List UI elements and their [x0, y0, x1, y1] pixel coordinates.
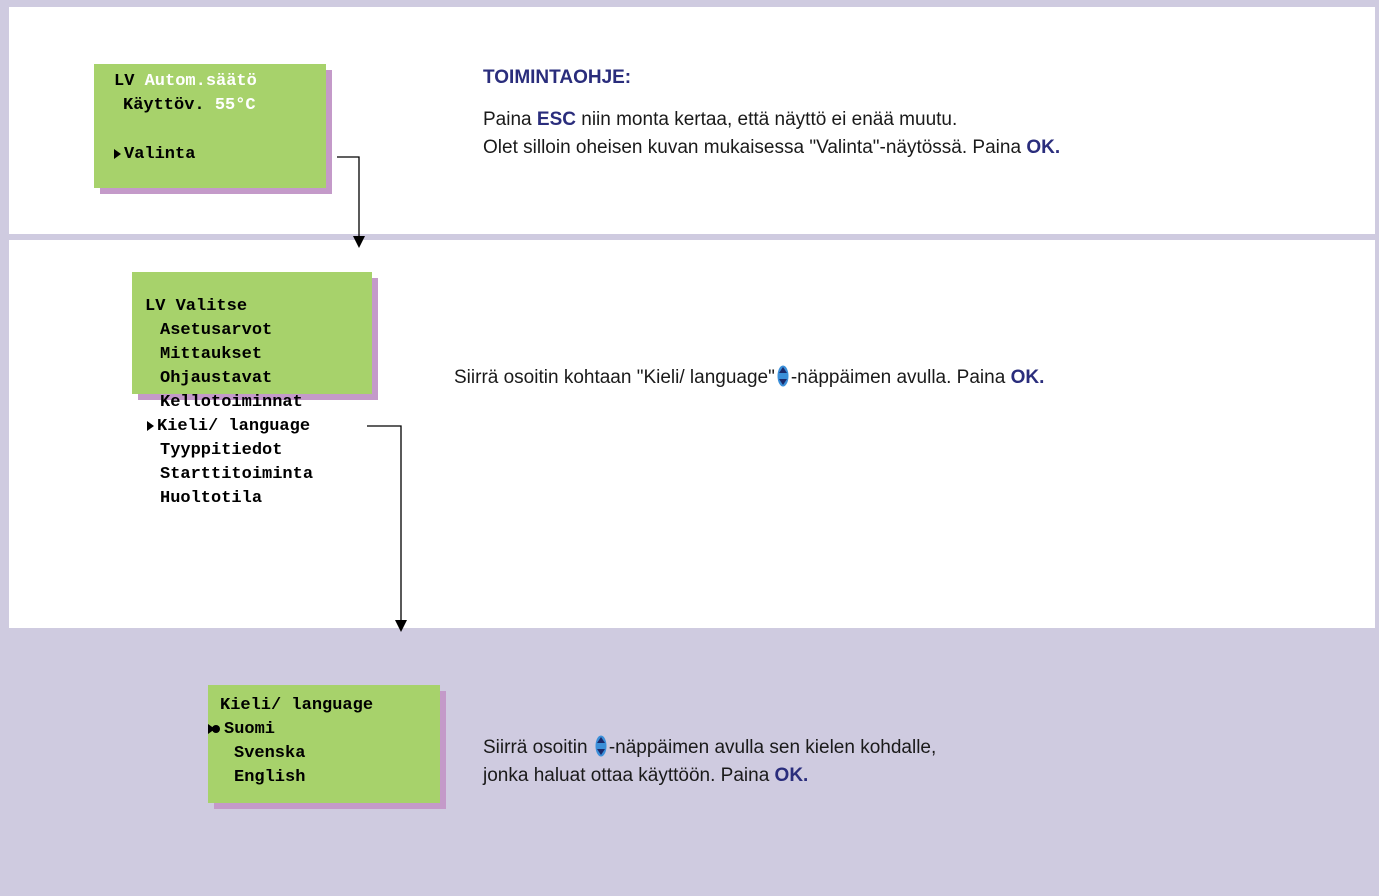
lcd-line-title: LV Autom.säätö [114, 72, 257, 91]
up-down-arrow-key-icon [777, 365, 789, 387]
selection-dot-icon [212, 724, 220, 733]
up-down-arrow-key-icon [595, 735, 607, 757]
section-divider [0, 234, 1379, 240]
menu-item-huoltotila: Huoltotila [160, 489, 263, 508]
lcd-line-temperature: Käyttöv. 55°C [123, 96, 256, 115]
menu-item-asetusarvot: Asetusarvot [160, 321, 273, 340]
menu-item-mittaukset: Mittaukset [160, 345, 263, 364]
menu-item-ohjaustavat: Ohjaustavat [160, 369, 273, 388]
language-option-svenska: Svenska [234, 744, 306, 763]
step3-instruction-line2: jonka haluat ottaa käyttöön. Paina OK. [483, 765, 809, 786]
lcd-screen-main: LV Autom.säätö Käyttöv. 55°C Valinta [94, 64, 326, 188]
menu-item-starttitoiminta: Starttitoiminta [160, 465, 314, 484]
language-title: Kieli/ language [220, 696, 374, 715]
menu-item-kellotoiminnat: Kellotoiminnat [160, 393, 303, 412]
menu-title: LV Valitse [145, 297, 248, 316]
language-option-english: English [234, 768, 306, 787]
step3-instruction-line1: Siirrä osoitin -näppäimen avulla sen kie… [483, 735, 937, 758]
lcd-line-valinta: Valinta [114, 144, 195, 166]
instructions-paragraph-1: Paina ESC niin monta kertaa, että näyttö… [483, 109, 958, 130]
menu-item-tyyppitiedot: Tyyppitiedot [160, 441, 283, 460]
lcd-screen-kieli: Kieli/ language Suomi Svenska English [208, 685, 440, 803]
instructions-heading: TOIMINTAOHJE: [483, 67, 632, 88]
step2-instruction: Siirrä osoitin kohtaan "Kieli/ language"… [454, 365, 1045, 388]
cursor-triangle-icon [147, 420, 154, 431]
cursor-triangle-icon [208, 723, 215, 734]
lcd-screen-valitse [132, 272, 372, 394]
cursor-triangle-icon [114, 148, 121, 159]
instructions-paragraph-2: Olet silloin oheisen kuvan mukaisessa "V… [483, 137, 1061, 158]
menu-item-kieli-language: Kieli/ language [147, 416, 310, 438]
language-option-suomi: Suomi [208, 719, 275, 741]
